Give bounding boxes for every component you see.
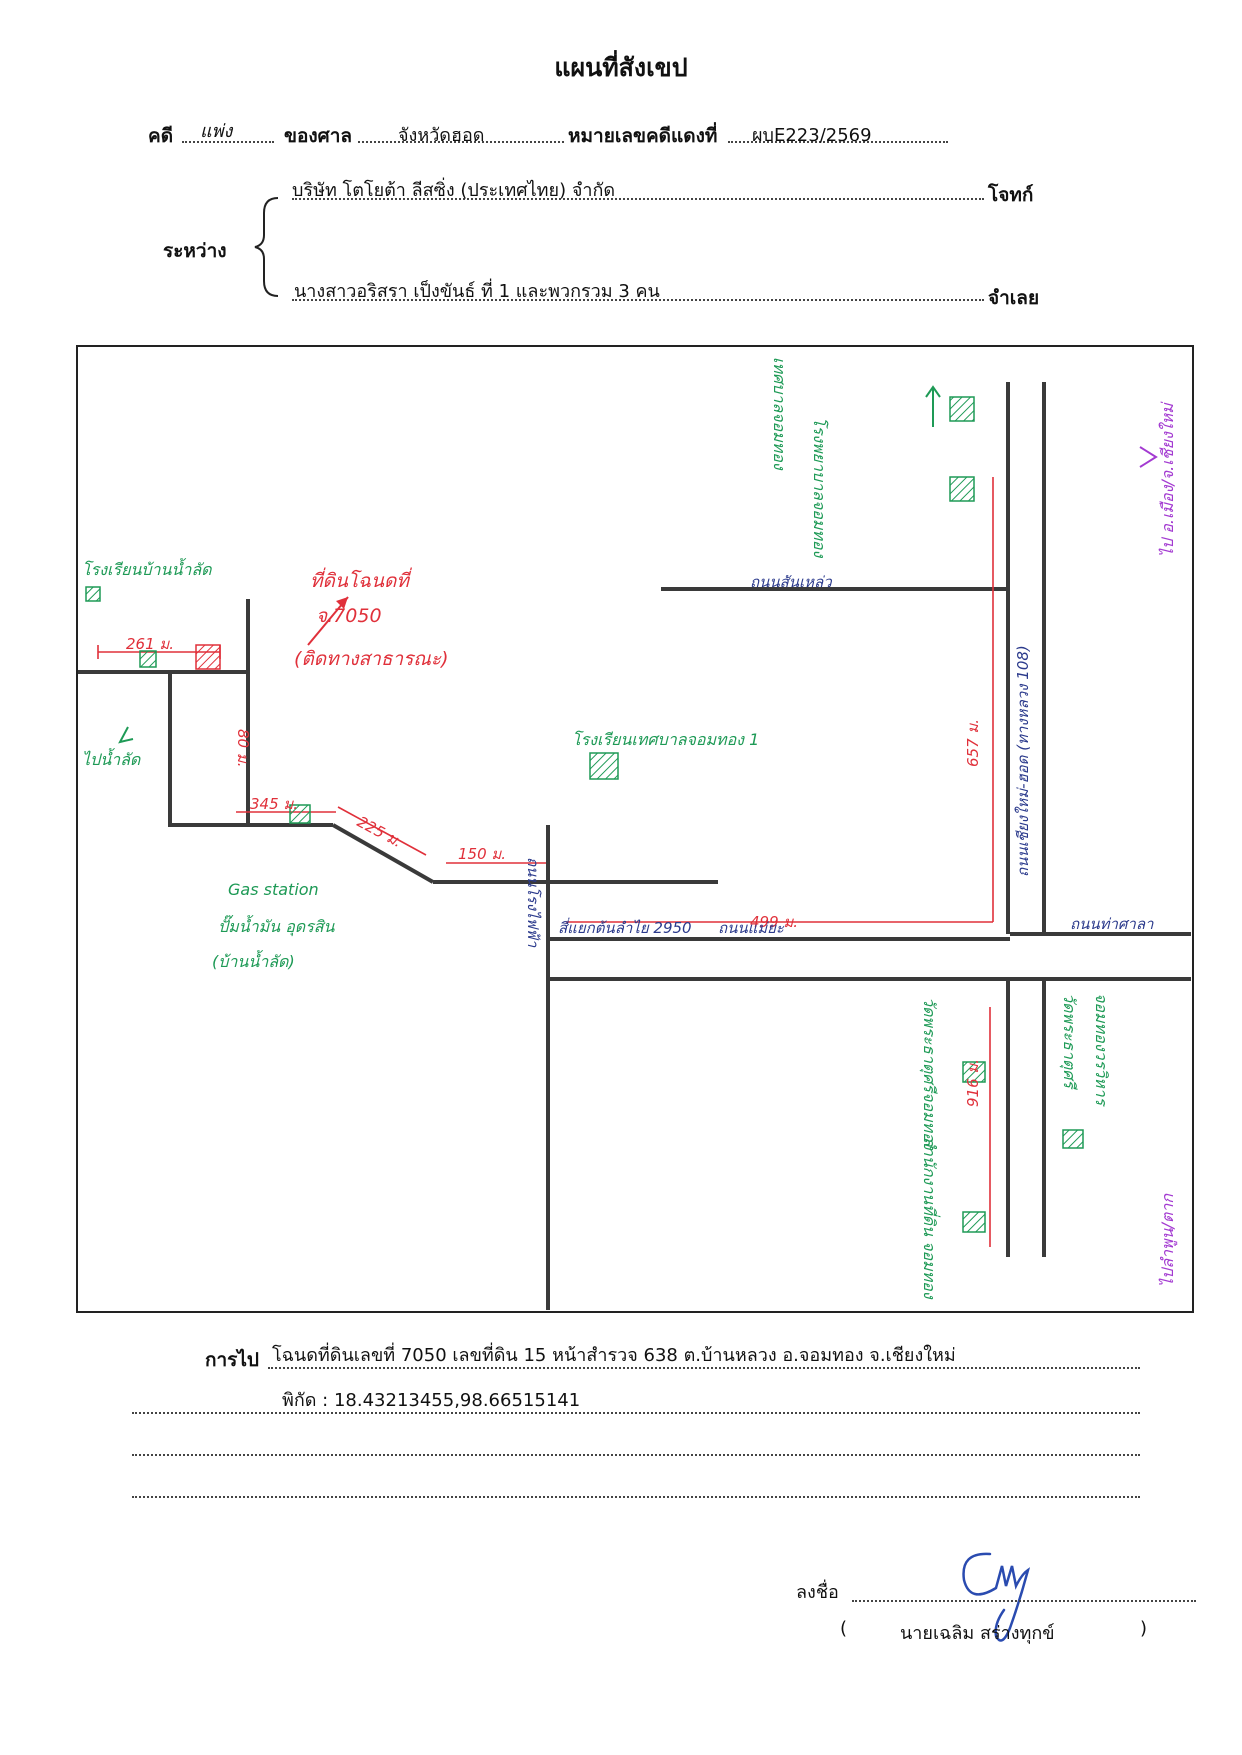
court-label: ของศาล bbox=[284, 125, 353, 147]
label-municipality: เทศบาลจอมทอง bbox=[770, 357, 789, 471]
label-land-office: สำนักงานที่ดิน จอมทอง bbox=[920, 1137, 941, 1300]
target-pointer-arrowhead-icon bbox=[336, 597, 348, 609]
label-deed-no: จ.7050 bbox=[316, 605, 382, 627]
label-road-south-bridge: ถนนโรงไฟฟ้า bbox=[524, 857, 542, 948]
page-title: แผนที่สังเขป bbox=[554, 53, 688, 82]
between-brace-icon bbox=[254, 197, 279, 297]
dist-150: 150 ม. bbox=[458, 845, 506, 863]
sketch-map-canvas: ที่ดินโฉนดที่ จ.7050 (ติดทางสาธารณะ) 261… bbox=[78, 357, 1191, 1347]
label-school-top-left: โรงเรียนบ้านน้ำลัด bbox=[82, 558, 213, 579]
label-target-land: ที่ดินโฉนดที่ bbox=[310, 567, 413, 592]
between-label: ระหว่าง bbox=[163, 240, 227, 262]
label-gas-station-en: Gas station bbox=[228, 880, 319, 899]
label-gas-station-note: (บ้านน้ำลัด) bbox=[212, 950, 295, 971]
signer-close-paren: ) bbox=[1140, 1618, 1148, 1639]
plaintiff-label: โจทก์ bbox=[988, 184, 1034, 206]
label-target-note: (ติดทางสาธารณะ) bbox=[294, 648, 449, 670]
school-center-marker-icon bbox=[589, 752, 619, 780]
label-temple-b2: จอมทองวรวิหาร bbox=[1092, 993, 1111, 1108]
dist-499: 499 ม. bbox=[750, 913, 798, 931]
dist-657: 657 ม. bbox=[964, 719, 982, 767]
signature-scribble bbox=[962, 1552, 1031, 1642]
land-office-marker-icon bbox=[962, 1211, 986, 1233]
label-hospital: โรงพยาบาลจอมทอง bbox=[810, 417, 829, 559]
temple-a-marker-icon bbox=[962, 1061, 986, 1083]
label-intersection: สี่แยกต้นลำไย 2950 bbox=[558, 917, 692, 937]
defendant-label: จำเลย bbox=[988, 287, 1040, 309]
plaintiff-value: บริษัท โตโยต้า ลีสซิ่ง (ประเทศไทย) จำกัด bbox=[292, 180, 616, 201]
directions-label: การไป bbox=[205, 1349, 259, 1371]
roads bbox=[78, 382, 1191, 1347]
directions-line1: โฉนดที่ดินเลขที่ 7050 เลขที่ดิน 15 หน้าส… bbox=[272, 1345, 956, 1366]
dist-80: 80 ม. bbox=[234, 729, 252, 768]
toward-north-arrow-icon bbox=[1139, 446, 1158, 468]
temple-b-marker-icon bbox=[1062, 1129, 1084, 1149]
label-temple-b: วัดพระธาตุศรี bbox=[1059, 993, 1079, 1090]
school-marker-icon bbox=[85, 586, 101, 602]
label-highway-108: ถนนเชียงใหม่-ฮอด (ทางหลวง 108) bbox=[1014, 645, 1032, 877]
defendant-value: นางสาวอริสรา เป็งขันธ์ ที่ 1 และพวกรวม 3… bbox=[294, 281, 660, 302]
directions-line2: พิกัด : 18.43213455,98.66515141 bbox=[282, 1390, 581, 1411]
red-number-label: หมายเลขคดีแดงที่ bbox=[568, 125, 718, 147]
label-gas-station-th: ปั๊มน้ำมัน อุดรสิน bbox=[218, 915, 336, 937]
label-temple-a: วัดพระธาตุศรีจอมทอง bbox=[919, 997, 939, 1151]
red-number-value: ผบE223/2569 bbox=[752, 125, 872, 146]
toward-namlat-arrow-icon bbox=[118, 726, 134, 744]
north-arrow-icon bbox=[925, 385, 941, 427]
case-type-value: แพ่ง bbox=[200, 121, 233, 142]
label-toward-south: ไปลำพูน/ตาก bbox=[1158, 1193, 1178, 1287]
signer-open-paren: ( bbox=[840, 1618, 848, 1639]
label-road-soi: ถนนสันเหล่ว bbox=[750, 573, 833, 591]
label-toward-namlat: ไปน้ำลัด bbox=[82, 748, 142, 769]
dist-345: 345 ม. bbox=[250, 795, 298, 813]
court-value: จังหวัดฮอด bbox=[398, 125, 485, 146]
municipality-marker-icon bbox=[949, 396, 975, 422]
signer-name: นายเฉลิม สร่างทุกข์ bbox=[900, 1623, 1055, 1644]
label-school-center: โรงเรียนเทศบาลจอมทอง 1 bbox=[572, 730, 759, 749]
label-road-tha-sala: ถนนท่าศาลา bbox=[1070, 915, 1154, 933]
case-label: คดี bbox=[148, 125, 174, 147]
sketch-map: ที่ดินโฉนดที่ จ.7050 (ติดทางสาธารณะ) 261… bbox=[76, 345, 1194, 1347]
gas-station-marker-icon bbox=[289, 804, 311, 824]
building-marker-icon bbox=[139, 650, 157, 668]
target-land-marker-icon bbox=[195, 644, 221, 670]
hospital-marker-icon bbox=[949, 476, 975, 502]
label-road-mae-ya: ถนนแม่ยะ bbox=[718, 919, 785, 937]
dist-261: 261 ม. bbox=[126, 635, 174, 653]
distance-lines bbox=[97, 477, 994, 1247]
dist-916: 916 ม. bbox=[964, 1059, 982, 1107]
label-toward-north: ไป อ.เมือง/จ.เชียงใหม่ bbox=[1158, 401, 1177, 557]
sign-label: ลงชื่อ bbox=[796, 1582, 839, 1603]
dist-225: 225 ม. bbox=[354, 813, 405, 851]
